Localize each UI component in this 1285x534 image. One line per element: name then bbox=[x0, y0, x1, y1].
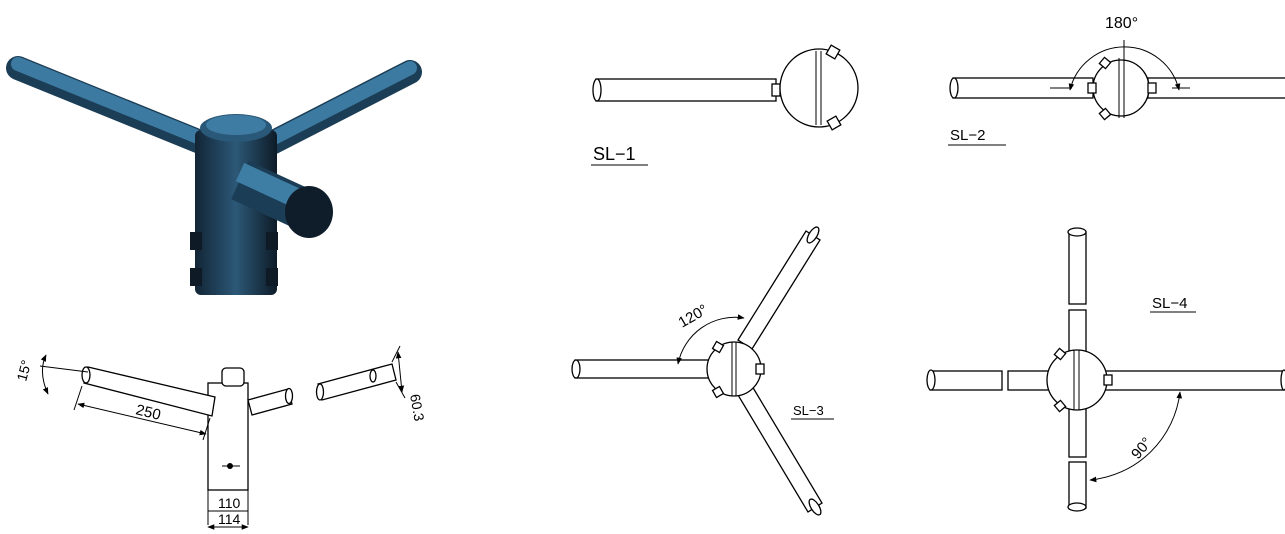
photo-front-arm-end bbox=[285, 186, 333, 238]
sl2-label: SL−2 bbox=[950, 127, 985, 144]
plan-sl2: 180° SL−2 bbox=[948, 15, 1285, 146]
sl2-angle-label: 180° bbox=[1105, 15, 1138, 32]
photo-front-arm bbox=[231, 160, 333, 238]
sl4-angle-label: 90° bbox=[1128, 434, 1156, 462]
sl1-label: SL−1 bbox=[593, 144, 636, 164]
plan-sl3: 120° SL−3 bbox=[571, 226, 834, 516]
angle-15-label: 15° bbox=[13, 358, 34, 383]
side-view-drawing: 15° 250 60.3 110 114 bbox=[13, 345, 428, 530]
outer-dia-label: 114 bbox=[218, 511, 241, 527]
sl3-label: SL−3 bbox=[793, 403, 824, 418]
bracket-photo bbox=[6, 56, 422, 295]
pipe-dia-label: 60.3 bbox=[407, 393, 428, 423]
side-detached-pipe bbox=[315, 363, 397, 401]
plan-sl1: SL−1 bbox=[591, 44, 859, 166]
photo-right-arm bbox=[250, 60, 422, 160]
inner-dia-label: 110 bbox=[218, 495, 241, 511]
plan-sl4: 90° SL−4 bbox=[926, 227, 1285, 512]
length-250-label: 250 bbox=[134, 401, 162, 424]
sl3-angle-label: 120° bbox=[676, 301, 711, 331]
photo-left-arm bbox=[6, 56, 232, 162]
sl4-label: SL−4 bbox=[1152, 295, 1187, 312]
